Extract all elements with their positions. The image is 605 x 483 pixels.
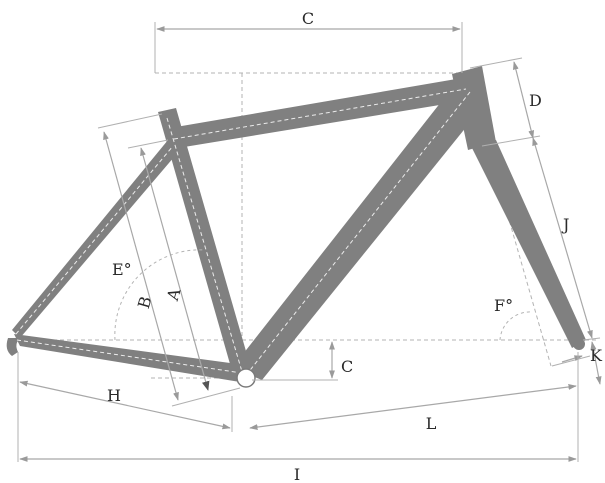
label-i: I <box>294 465 300 483</box>
label-f-angle: F° <box>494 296 513 315</box>
label-d: D <box>529 91 542 110</box>
dim-l <box>249 384 577 430</box>
dim-h <box>19 380 231 430</box>
dimension-lines <box>17 22 602 462</box>
label-k: K <box>590 346 603 365</box>
label-e-angle: E° <box>112 260 132 279</box>
dim-k <box>590 341 602 385</box>
fork <box>468 140 586 348</box>
bike-frame <box>6 66 586 388</box>
label-j: J <box>561 215 569 234</box>
label-c-top: C <box>302 9 314 28</box>
chain-stay <box>14 334 245 382</box>
head-tube <box>452 66 496 150</box>
seat-tube <box>158 108 252 378</box>
label-l: L <box>426 414 437 433</box>
seat-stay <box>12 140 180 338</box>
label-b: B <box>134 294 156 311</box>
label-c-drop: C <box>341 357 353 376</box>
top-tube <box>170 78 470 148</box>
down-tube <box>232 88 488 380</box>
dim-d <box>512 61 535 139</box>
dim-j <box>532 137 593 339</box>
label-h: H <box>107 386 121 405</box>
bottom-bracket <box>236 368 256 388</box>
dimension-labels: C D J K F° E° A B C H L I <box>107 9 603 483</box>
front-dropout <box>573 338 585 350</box>
dim-b <box>103 131 179 401</box>
head-angle-arc <box>499 311 533 341</box>
rear-dropout <box>6 338 21 356</box>
label-a: A <box>163 286 185 304</box>
